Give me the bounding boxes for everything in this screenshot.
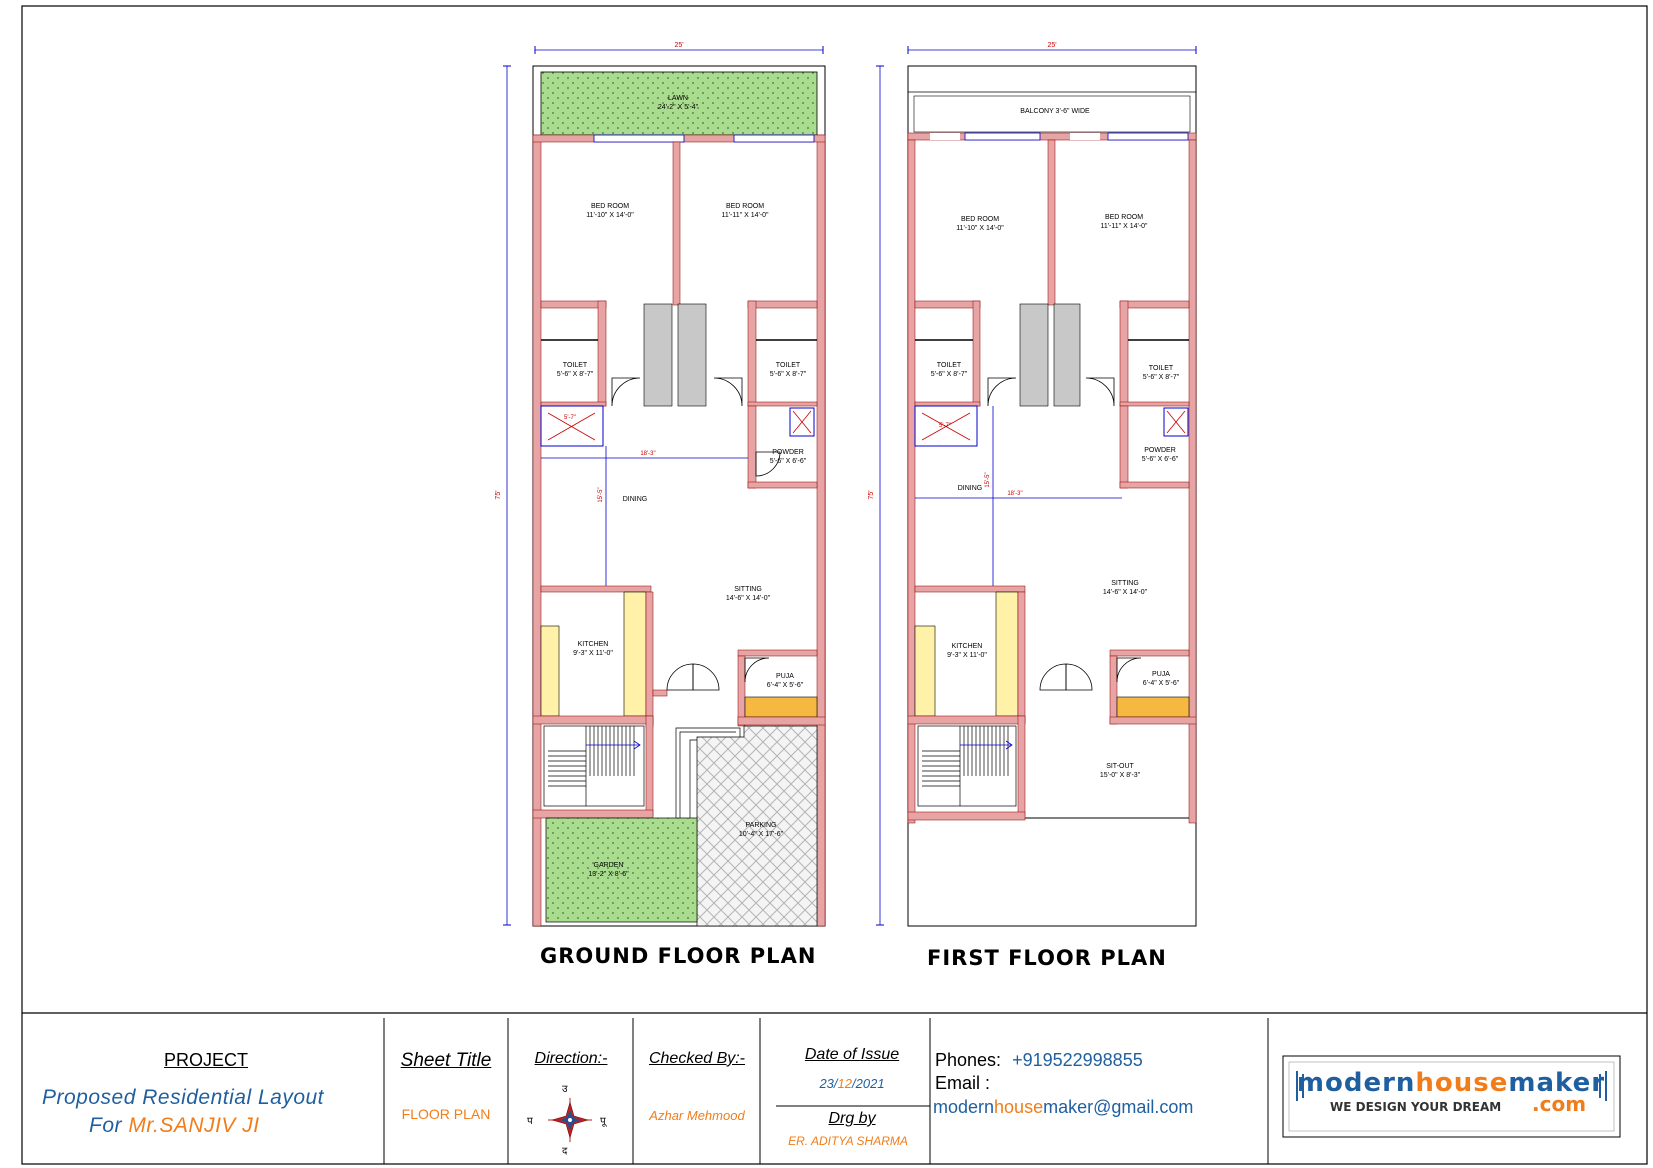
logo-com: .com bbox=[1532, 1092, 1587, 1116]
sheet-title-value: FLOOR PLAN bbox=[401, 1106, 491, 1122]
gf-parking bbox=[696, 725, 818, 927]
ground-floor-plan: 25' 75' 5 bbox=[495, 42, 826, 927]
svg-text:15'-5": 15'-5" bbox=[985, 472, 991, 487]
project-for: For bbox=[89, 1114, 122, 1137]
gf-garden bbox=[545, 817, 698, 923]
sheet-border bbox=[21, 5, 1648, 1165]
checked-by-heading: Checked By:- bbox=[648, 1050, 746, 1067]
gf-lawn bbox=[540, 71, 818, 136]
logo-box bbox=[1282, 1055, 1621, 1138]
email-label: Email : bbox=[935, 1073, 991, 1093]
email-value[interactable]: modernhousemaker@gmail.com bbox=[933, 1097, 1194, 1117]
logo-tagline: WE DESIGN YOUR DREAM bbox=[1330, 1100, 1502, 1114]
drg-by-heading: Drg by bbox=[828, 1110, 876, 1127]
svg-text:15'-5": 15'-5" bbox=[598, 487, 604, 502]
first-floor-plan: 25' 75' 5'-7" 18 bbox=[868, 42, 1197, 927]
project-title: Proposed Residential Layout bbox=[42, 1086, 325, 1109]
compass-east-label: पू bbox=[600, 1116, 606, 1127]
phones-line: Phones: +919522998855 bbox=[935, 1050, 1143, 1071]
direction-heading: Direction:- bbox=[534, 1050, 608, 1067]
ff-height-dim: 75' bbox=[868, 490, 875, 499]
client-name: Mr.SANJIV JI bbox=[128, 1114, 260, 1137]
date-of-issue-heading: Date of Issue bbox=[804, 1046, 900, 1063]
svg-text:5'-7": 5'-7" bbox=[939, 423, 951, 429]
ff-width-dim: 25' bbox=[1047, 42, 1056, 49]
phones-label: Phones: bbox=[935, 1050, 1002, 1070]
gf-width-dim: 25' bbox=[674, 42, 683, 49]
drg-by-value: ER. ADITYA SHARMA bbox=[788, 1134, 908, 1148]
compass-south-label: द bbox=[562, 1146, 568, 1157]
compass-west-label: प bbox=[527, 1116, 533, 1127]
ground-floor-title: GROUND FLOOR PLAN bbox=[540, 944, 817, 968]
title-block-grid bbox=[383, 1018, 1269, 1164]
svg-text:18'-3": 18'-3" bbox=[640, 451, 655, 457]
date-of-issue-value: 23/12/2021 bbox=[819, 1076, 885, 1091]
sheet-title-heading: Sheet Title bbox=[400, 1050, 492, 1071]
svg-text:18'-3": 18'-3" bbox=[1007, 491, 1022, 497]
svg-text:5'-7": 5'-7" bbox=[564, 415, 576, 421]
compass-north-label: उ bbox=[562, 1084, 568, 1095]
project-client-line: For Mr.SANJIV JI bbox=[89, 1114, 260, 1138]
logo-wordmark: modernhousemaker bbox=[1296, 1068, 1606, 1098]
compass-icon bbox=[548, 1098, 592, 1142]
gf-height-dim: 75' bbox=[495, 490, 502, 499]
phone-value: +919522998855 bbox=[1012, 1050, 1143, 1070]
project-heading: PROJECT bbox=[164, 1050, 249, 1070]
checked-by-value: Azhar Mehmood bbox=[649, 1108, 745, 1123]
first-floor-title: FIRST FLOOR PLAN bbox=[927, 946, 1167, 970]
